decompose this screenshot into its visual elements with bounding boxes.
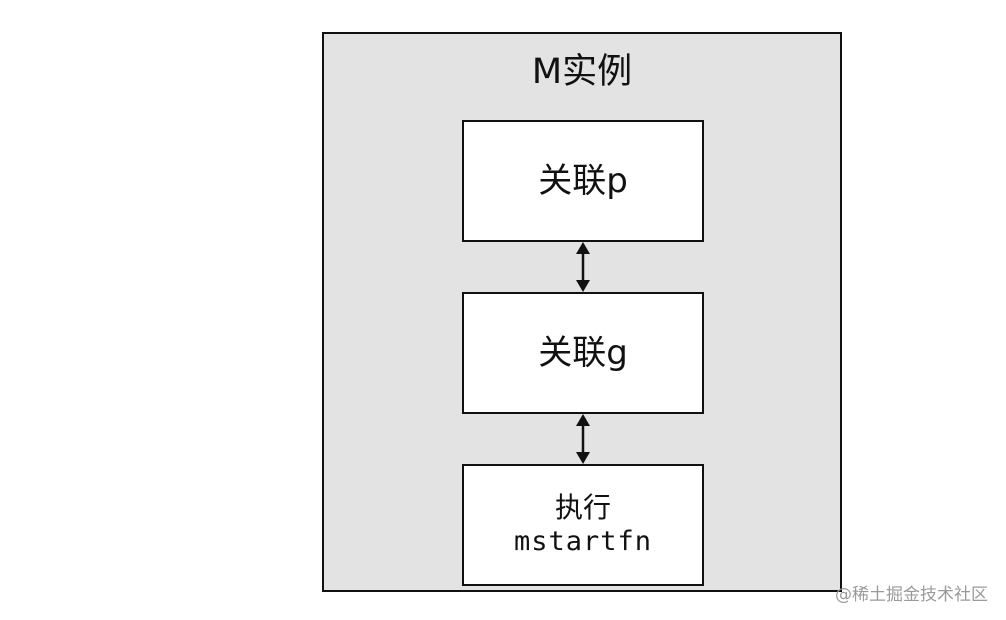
box-associate-p: 关联p [462,120,704,242]
box-associate-p-label: 关联p [538,161,628,201]
watermark-text: @稀土掘金技术社区 [835,585,988,605]
bidirectional-arrow-g-exec [576,414,590,464]
m-instance-title: M实例 [531,52,633,92]
box-execute-mstartfn: 执行 mstartfn [462,464,704,586]
bidirectional-arrow-p-g [576,242,590,292]
box-associate-g-label: 关联g [538,333,628,373]
box-mstartfn-label: mstartfn [513,526,653,557]
box-associate-g: 关联g [462,292,704,414]
box-execute-label: 执行 [554,491,611,524]
